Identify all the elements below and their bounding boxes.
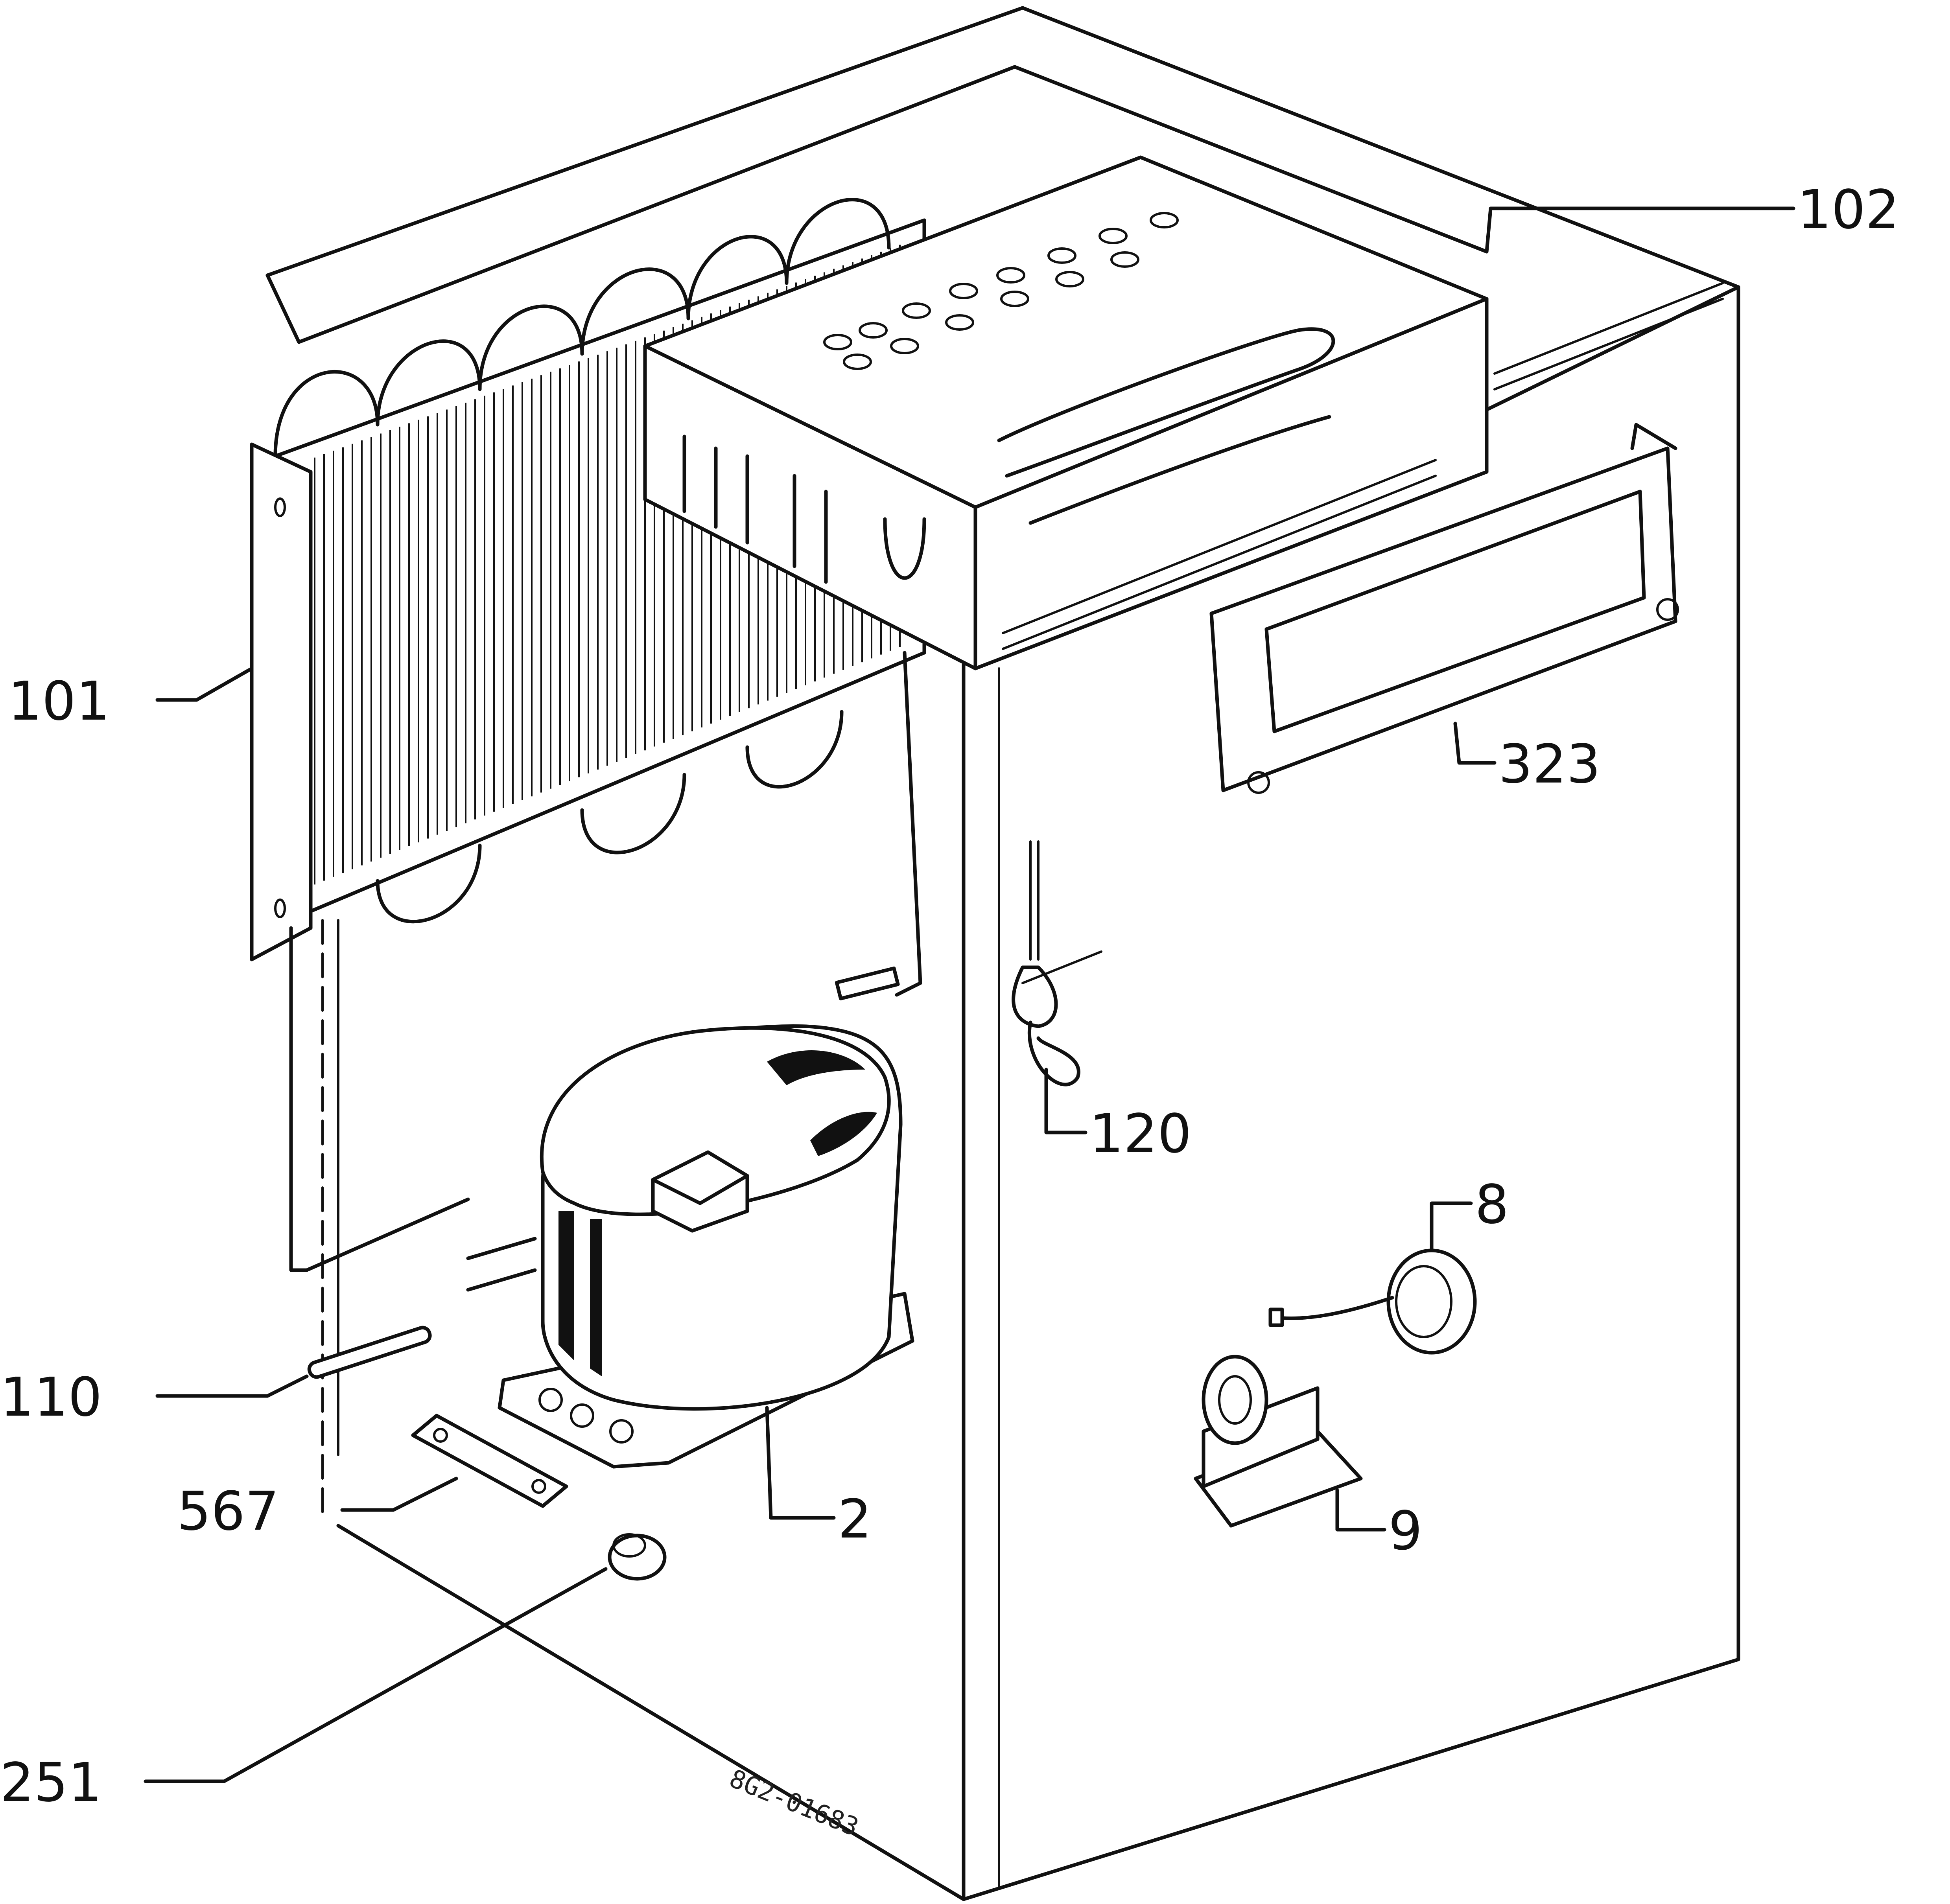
relay bbox=[1268, 1248, 1477, 1355]
bracket bbox=[1209, 423, 1679, 794]
starter-relay-holder bbox=[1194, 1355, 1363, 1528]
callout-120: 120 bbox=[1089, 1103, 1192, 1165]
callout-labels: 101 102 323 120 8 9 110 567 2 251 bbox=[0, 179, 1900, 1814]
mounting-plate bbox=[411, 1414, 568, 1508]
freezer-box bbox=[643, 155, 1489, 670]
callout-9: 9 bbox=[1388, 1500, 1423, 1562]
callout-567: 567 bbox=[177, 1480, 279, 1543]
callout-102: 102 bbox=[1797, 179, 1900, 241]
drawing-code: 8G2-01683 bbox=[725, 1764, 863, 1842]
filter-drier bbox=[307, 1326, 432, 1379]
rubber-grommet bbox=[608, 1533, 667, 1581]
cabinet bbox=[265, 6, 1740, 1901]
freezer-holes bbox=[823, 212, 1179, 370]
callout-101: 101 bbox=[8, 670, 110, 733]
callout-110: 110 bbox=[0, 1366, 102, 1429]
thermostat-capillary bbox=[1012, 840, 1102, 1086]
callout-2: 2 bbox=[838, 1488, 872, 1550]
callout-251: 251 bbox=[0, 1752, 102, 1814]
callout-8: 8 bbox=[1475, 1174, 1509, 1236]
compressor bbox=[466, 1024, 914, 1469]
callout-323: 323 bbox=[1498, 733, 1601, 795]
leader-lines bbox=[144, 206, 1795, 1783]
